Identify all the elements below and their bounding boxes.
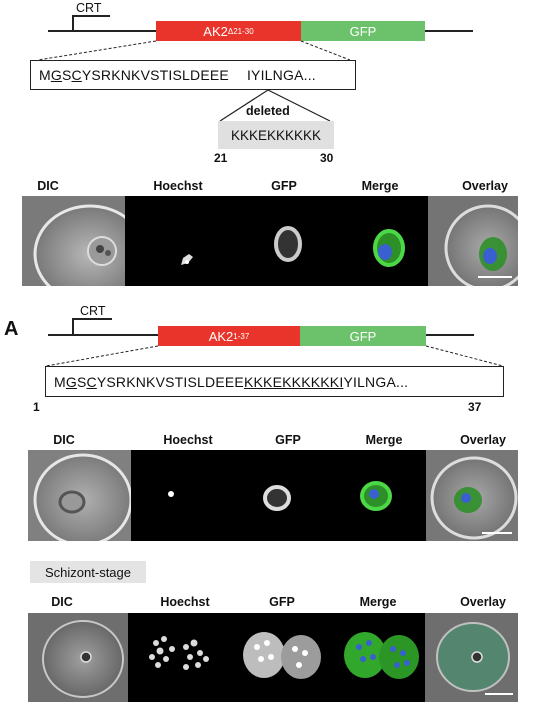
- mid-label-hoechst: Hoechst: [163, 433, 213, 447]
- top-deleted-end: 30: [320, 151, 334, 165]
- mid-label-dic: DIC: [53, 433, 75, 447]
- top-seq-right: IYILNGA...: [246, 67, 316, 83]
- top-promoter-label: CRT: [76, 1, 102, 15]
- bot-merge-image: [333, 613, 425, 702]
- mid-dashed-lines: [45, 345, 504, 367]
- mid-label-overlay: Overlay: [460, 433, 506, 447]
- mid-gfp-box: GFP: [300, 326, 426, 346]
- top-dashed-lines: [37, 40, 351, 122]
- mid-backbone-left: [48, 334, 158, 336]
- bot-label-hoechst: Hoechst: [160, 595, 210, 609]
- top-label-gfp: GFP: [271, 179, 297, 193]
- mid-scale-bar: [482, 532, 512, 534]
- top-backbone-left: [48, 30, 156, 32]
- top-gfp-image: [226, 196, 327, 286]
- mid-gfp-image: [234, 450, 336, 541]
- mid-label-gfp: GFP: [275, 433, 301, 447]
- mid-overlay-image: [426, 450, 518, 541]
- top-promoter-arrow: [72, 15, 110, 17]
- bot-label-gfp: GFP: [269, 595, 295, 609]
- top-gfp-box: GFP: [301, 21, 425, 41]
- top-gene-sup: Δ21-30: [227, 26, 254, 36]
- mid-merge-image: [336, 450, 426, 541]
- mid-promoter-stem: [72, 318, 74, 335]
- bot-hoechst-image: [128, 613, 231, 702]
- top-overlay-image: [428, 196, 518, 286]
- top-gene-name: AK2: [203, 23, 228, 39]
- bot-label-dic: DIC: [51, 595, 73, 609]
- top-scale-bar: [478, 276, 512, 278]
- top-label-merge: Merge: [361, 179, 399, 193]
- mid-backbone-right: [426, 334, 474, 336]
- top-seq-left: MGSCYSRKNKVSTISLDEEE: [39, 67, 229, 83]
- bot-label-merge: Merge: [359, 595, 397, 609]
- mid-promoter-label: CRT: [80, 304, 106, 318]
- bot-overlay-image: [425, 613, 518, 702]
- top-merge-image: [327, 196, 428, 286]
- top-deleted-start: 21: [214, 151, 228, 165]
- bot-dic-image: [28, 613, 128, 702]
- bot-scale-bar: [485, 693, 513, 695]
- top-label-overlay: Overlay: [462, 179, 508, 193]
- top-dic-image: [22, 196, 125, 286]
- top-deleted-label: deleted: [246, 104, 290, 118]
- bot-gfp-image: [231, 613, 333, 702]
- bot-label-overlay: Overlay: [460, 595, 506, 609]
- top-deleted-seq: KKKEKKKKKK: [218, 121, 334, 149]
- top-label-dic: DIC: [37, 179, 59, 193]
- mid-label-merge: Merge: [365, 433, 403, 447]
- mid-start-num: 1: [33, 400, 40, 414]
- top-hoechst-image: [125, 196, 226, 286]
- mid-gene-name: AK2: [208, 328, 234, 344]
- mid-seq-deleted: KKKEKKKKKKI: [243, 373, 344, 390]
- mid-seq-a: MGSCYSRKNKVSTISLDEEE: [54, 373, 244, 390]
- stage-tag: Schizont-stage: [30, 561, 146, 583]
- panel-letter-a: A: [4, 318, 19, 340]
- top-sequence-box: MGSCYSRKNKVSTISLDEEE IYILNGA...: [30, 60, 356, 90]
- mid-end-num: 37: [468, 400, 482, 414]
- top-backbone-right: [425, 30, 473, 32]
- mid-gene-sup: 1-37: [233, 331, 250, 341]
- mid-dic-image: [28, 450, 131, 541]
- top-label-hoechst: Hoechst: [153, 179, 203, 193]
- mid-hoechst-image: [131, 450, 234, 541]
- mid-promoter-arrow: [72, 318, 112, 320]
- mid-seq-c: YILNGA...: [343, 373, 409, 390]
- top-promoter-stem: [72, 15, 74, 31]
